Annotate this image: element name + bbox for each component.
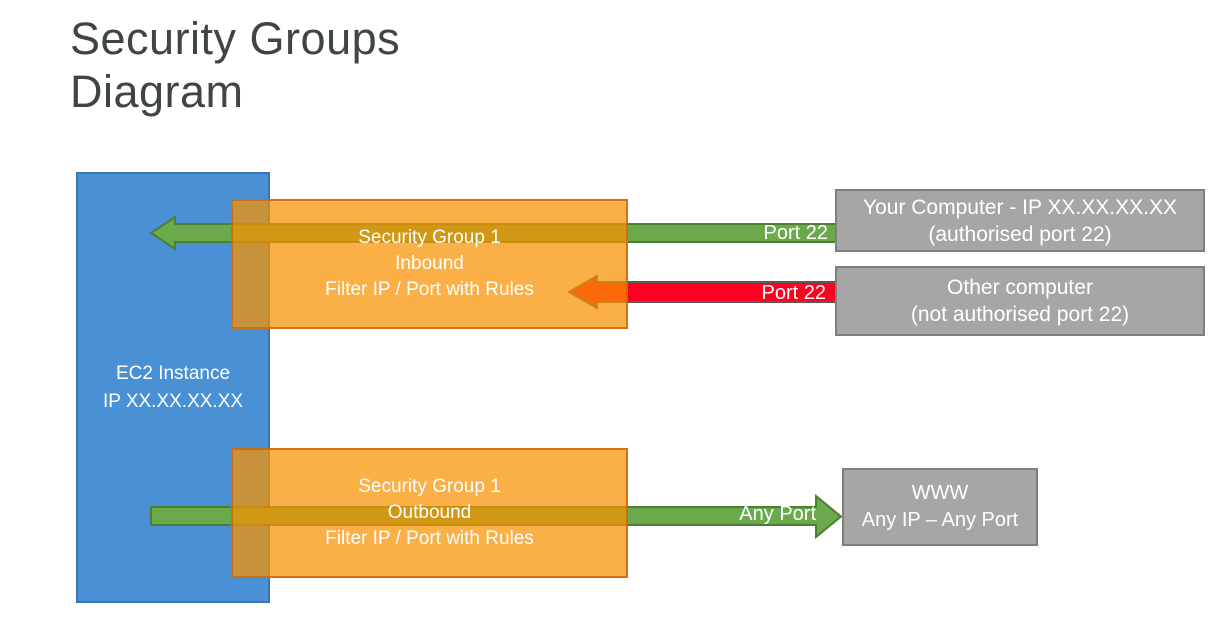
ec2-instance-ip: IP XX.XX.XX.XX	[102, 390, 244, 412]
sg-outbound-name: Security Group 1	[358, 476, 501, 497]
slide-title: Security Groups Diagram	[70, 12, 400, 118]
other-computer-box: Other computer (not authorised port 22)	[835, 266, 1205, 336]
sg-outbound-description: Filter IP / Port with Rules	[325, 528, 534, 549]
port-22-blocked-label: Port 22	[761, 282, 826, 304]
any-port-label: Any Port	[739, 503, 816, 525]
sg-inbound-direction: Inbound	[395, 253, 464, 274]
slide-title-line-1: Security Groups	[70, 13, 401, 64]
slide-title-line-2: Diagram	[70, 66, 244, 117]
ec2-instance-name: EC2 Instance	[115, 362, 231, 384]
sg-inbound-description: Filter IP / Port with Rules	[325, 279, 534, 300]
other-computer-title: Other computer	[947, 276, 1093, 299]
www-box: WWW Any IP – Any Port	[842, 468, 1038, 546]
port-22-allowed-label: Port 22	[763, 222, 828, 244]
other-computer-subtitle: (not authorised port 22)	[910, 303, 1130, 326]
sg-inbound-name: Security Group 1	[358, 227, 501, 248]
security-group-inbound-box: Security Group 1 Inbound Filter IP / Por…	[231, 199, 628, 329]
your-computer-subtitle: (authorised port 22)	[928, 222, 1112, 246]
www-subtitle: Any IP – Any Port	[861, 509, 1019, 531]
sg-outbound-direction: Outbound	[387, 502, 472, 523]
security-group-outbound-box: Security Group 1 Outbound Filter IP / Po…	[231, 448, 628, 578]
www-title: WWW	[911, 482, 969, 504]
your-computer-title: Your Computer - IP XX.XX.XX.XX	[863, 195, 1177, 219]
your-computer-box: Your Computer - IP XX.XX.XX.XX (authoris…	[835, 189, 1205, 252]
